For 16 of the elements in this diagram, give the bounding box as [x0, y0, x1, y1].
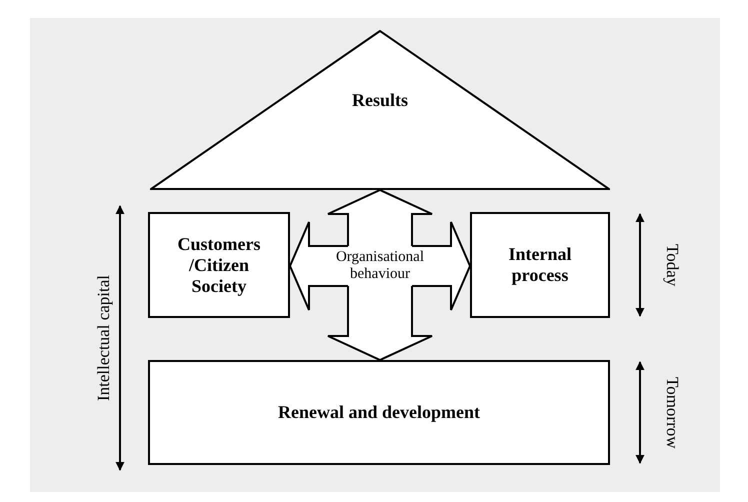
- box-label: Renewal and development: [277, 402, 481, 423]
- box-label: Internal process: [508, 244, 572, 286]
- side-label: Intellectual capital: [94, 274, 114, 401]
- box-label: Organisational behaviour: [334, 249, 426, 283]
- block-arrow: [327, 188, 433, 247]
- block-arrow: [431, 221, 472, 311]
- block-arrow: [327, 285, 433, 362]
- block-arrow: [288, 221, 329, 311]
- process-box: [148, 360, 610, 465]
- side-label: Tomorrow: [662, 376, 682, 448]
- box-label: Customers /Citizen Society: [176, 234, 262, 296]
- process-box: [148, 212, 290, 318]
- box-label: Results: [350, 90, 409, 111]
- roof-triangle: [150, 30, 610, 190]
- process-box: [470, 212, 610, 318]
- side-label: Today: [662, 244, 682, 286]
